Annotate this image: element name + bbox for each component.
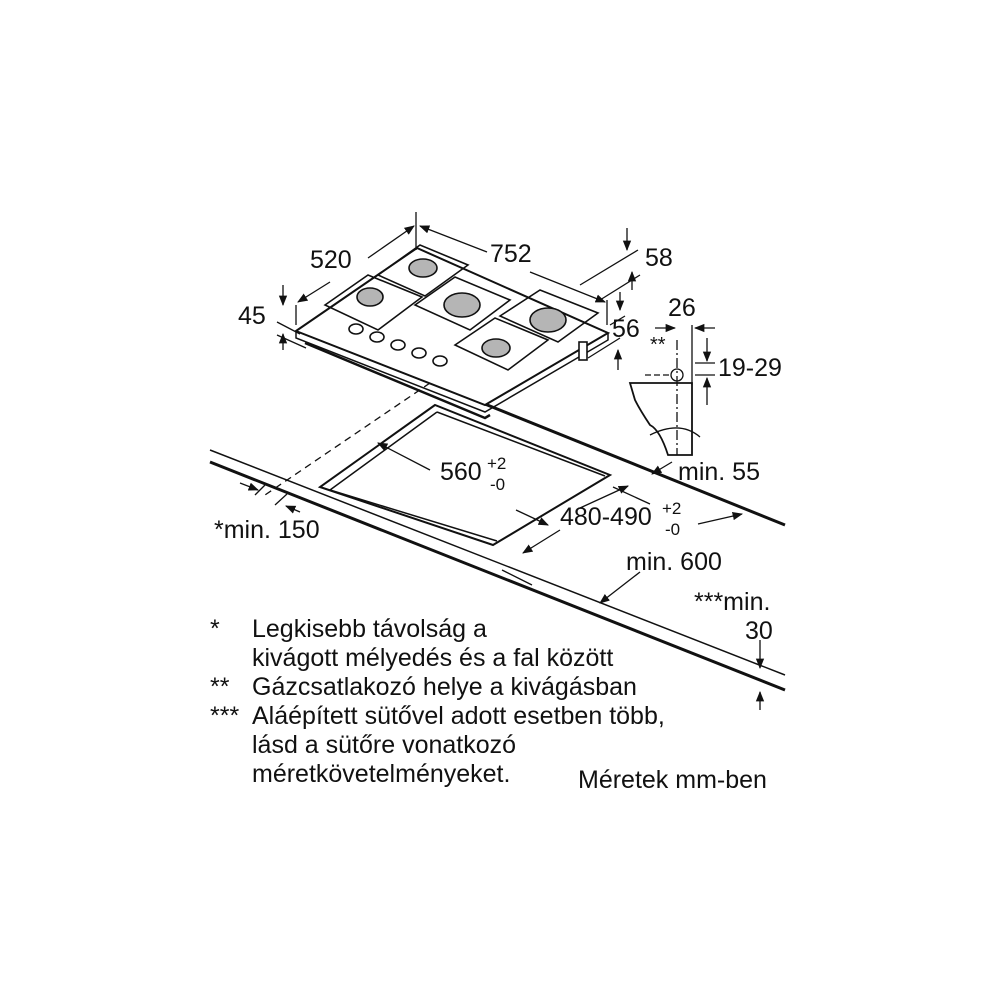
dim-min-depth: min. 600 bbox=[626, 548, 722, 576]
countertop bbox=[209, 396, 786, 692]
dim-width: 752 bbox=[490, 240, 532, 268]
note-3-line-3: méretkövetelményeket. bbox=[252, 760, 511, 788]
dim-gas-height: 19-29 bbox=[718, 354, 782, 382]
note-1-line-2: kivágott mélyedés és a fal között bbox=[252, 644, 614, 672]
dimension-lines bbox=[239, 212, 765, 710]
cutout bbox=[317, 403, 613, 547]
dim-min-oven-2: 30 bbox=[745, 617, 773, 645]
cutout-depth-tol-minus: -0 bbox=[665, 520, 681, 539]
gas-mark: ** bbox=[650, 334, 666, 356]
note-3: *** Aláépített sütővel adott esetben töb… bbox=[210, 702, 665, 789]
cutout-width-tol-minus: -0 bbox=[490, 475, 506, 494]
note-1-mark: * bbox=[210, 615, 220, 643]
dim-height-left: 45 bbox=[238, 302, 266, 330]
note-2: ** Gázcsatlakozó helye a kivágásban bbox=[210, 673, 665, 702]
dashed-projection bbox=[264, 382, 431, 496]
cutout-depth-tol-plus: +2 bbox=[662, 499, 682, 518]
units-note: Méretek mm-ben bbox=[578, 766, 767, 794]
dim-min-side: *min. 150 bbox=[214, 516, 320, 544]
cutout-depth-value: 480-490 bbox=[560, 503, 652, 531]
cutout-width-tol-plus: +2 bbox=[487, 454, 507, 473]
dim-gas-offset: 26 bbox=[668, 294, 696, 322]
note-3-line-1: Aláépített sütővel adott esetben több, bbox=[252, 702, 665, 730]
dim-depth: 520 bbox=[310, 246, 352, 274]
dim-height-rear: 56 bbox=[612, 315, 640, 343]
note-1-line-1: Legkisebb távolság a bbox=[252, 615, 487, 643]
cutout-width-value: 560 bbox=[440, 458, 482, 486]
note-1: * Legkisebb távolság a kivágott mélyedés… bbox=[210, 615, 665, 673]
gas-connection-profile bbox=[628, 382, 693, 456]
dim-height-right: 58 bbox=[645, 244, 673, 272]
note-3-line-2: lásd a sütőre vonatkozó bbox=[252, 731, 517, 759]
note-2-mark: ** bbox=[210, 673, 230, 701]
hob bbox=[293, 244, 611, 420]
dim-cutout-depth: 480-490 +2 -0 bbox=[560, 500, 681, 538]
dim-min-oven-1: ***min. bbox=[694, 588, 771, 616]
notes: * Legkisebb távolság a kivágott mélyedés… bbox=[210, 615, 665, 789]
dim-min-back: min. 55 bbox=[678, 458, 760, 486]
note-3-mark: *** bbox=[210, 702, 240, 730]
dim-cutout-width: 560 +2 -0 bbox=[440, 455, 506, 493]
note-2-line-1: Gázcsatlakozó helye a kivágásban bbox=[252, 673, 637, 701]
